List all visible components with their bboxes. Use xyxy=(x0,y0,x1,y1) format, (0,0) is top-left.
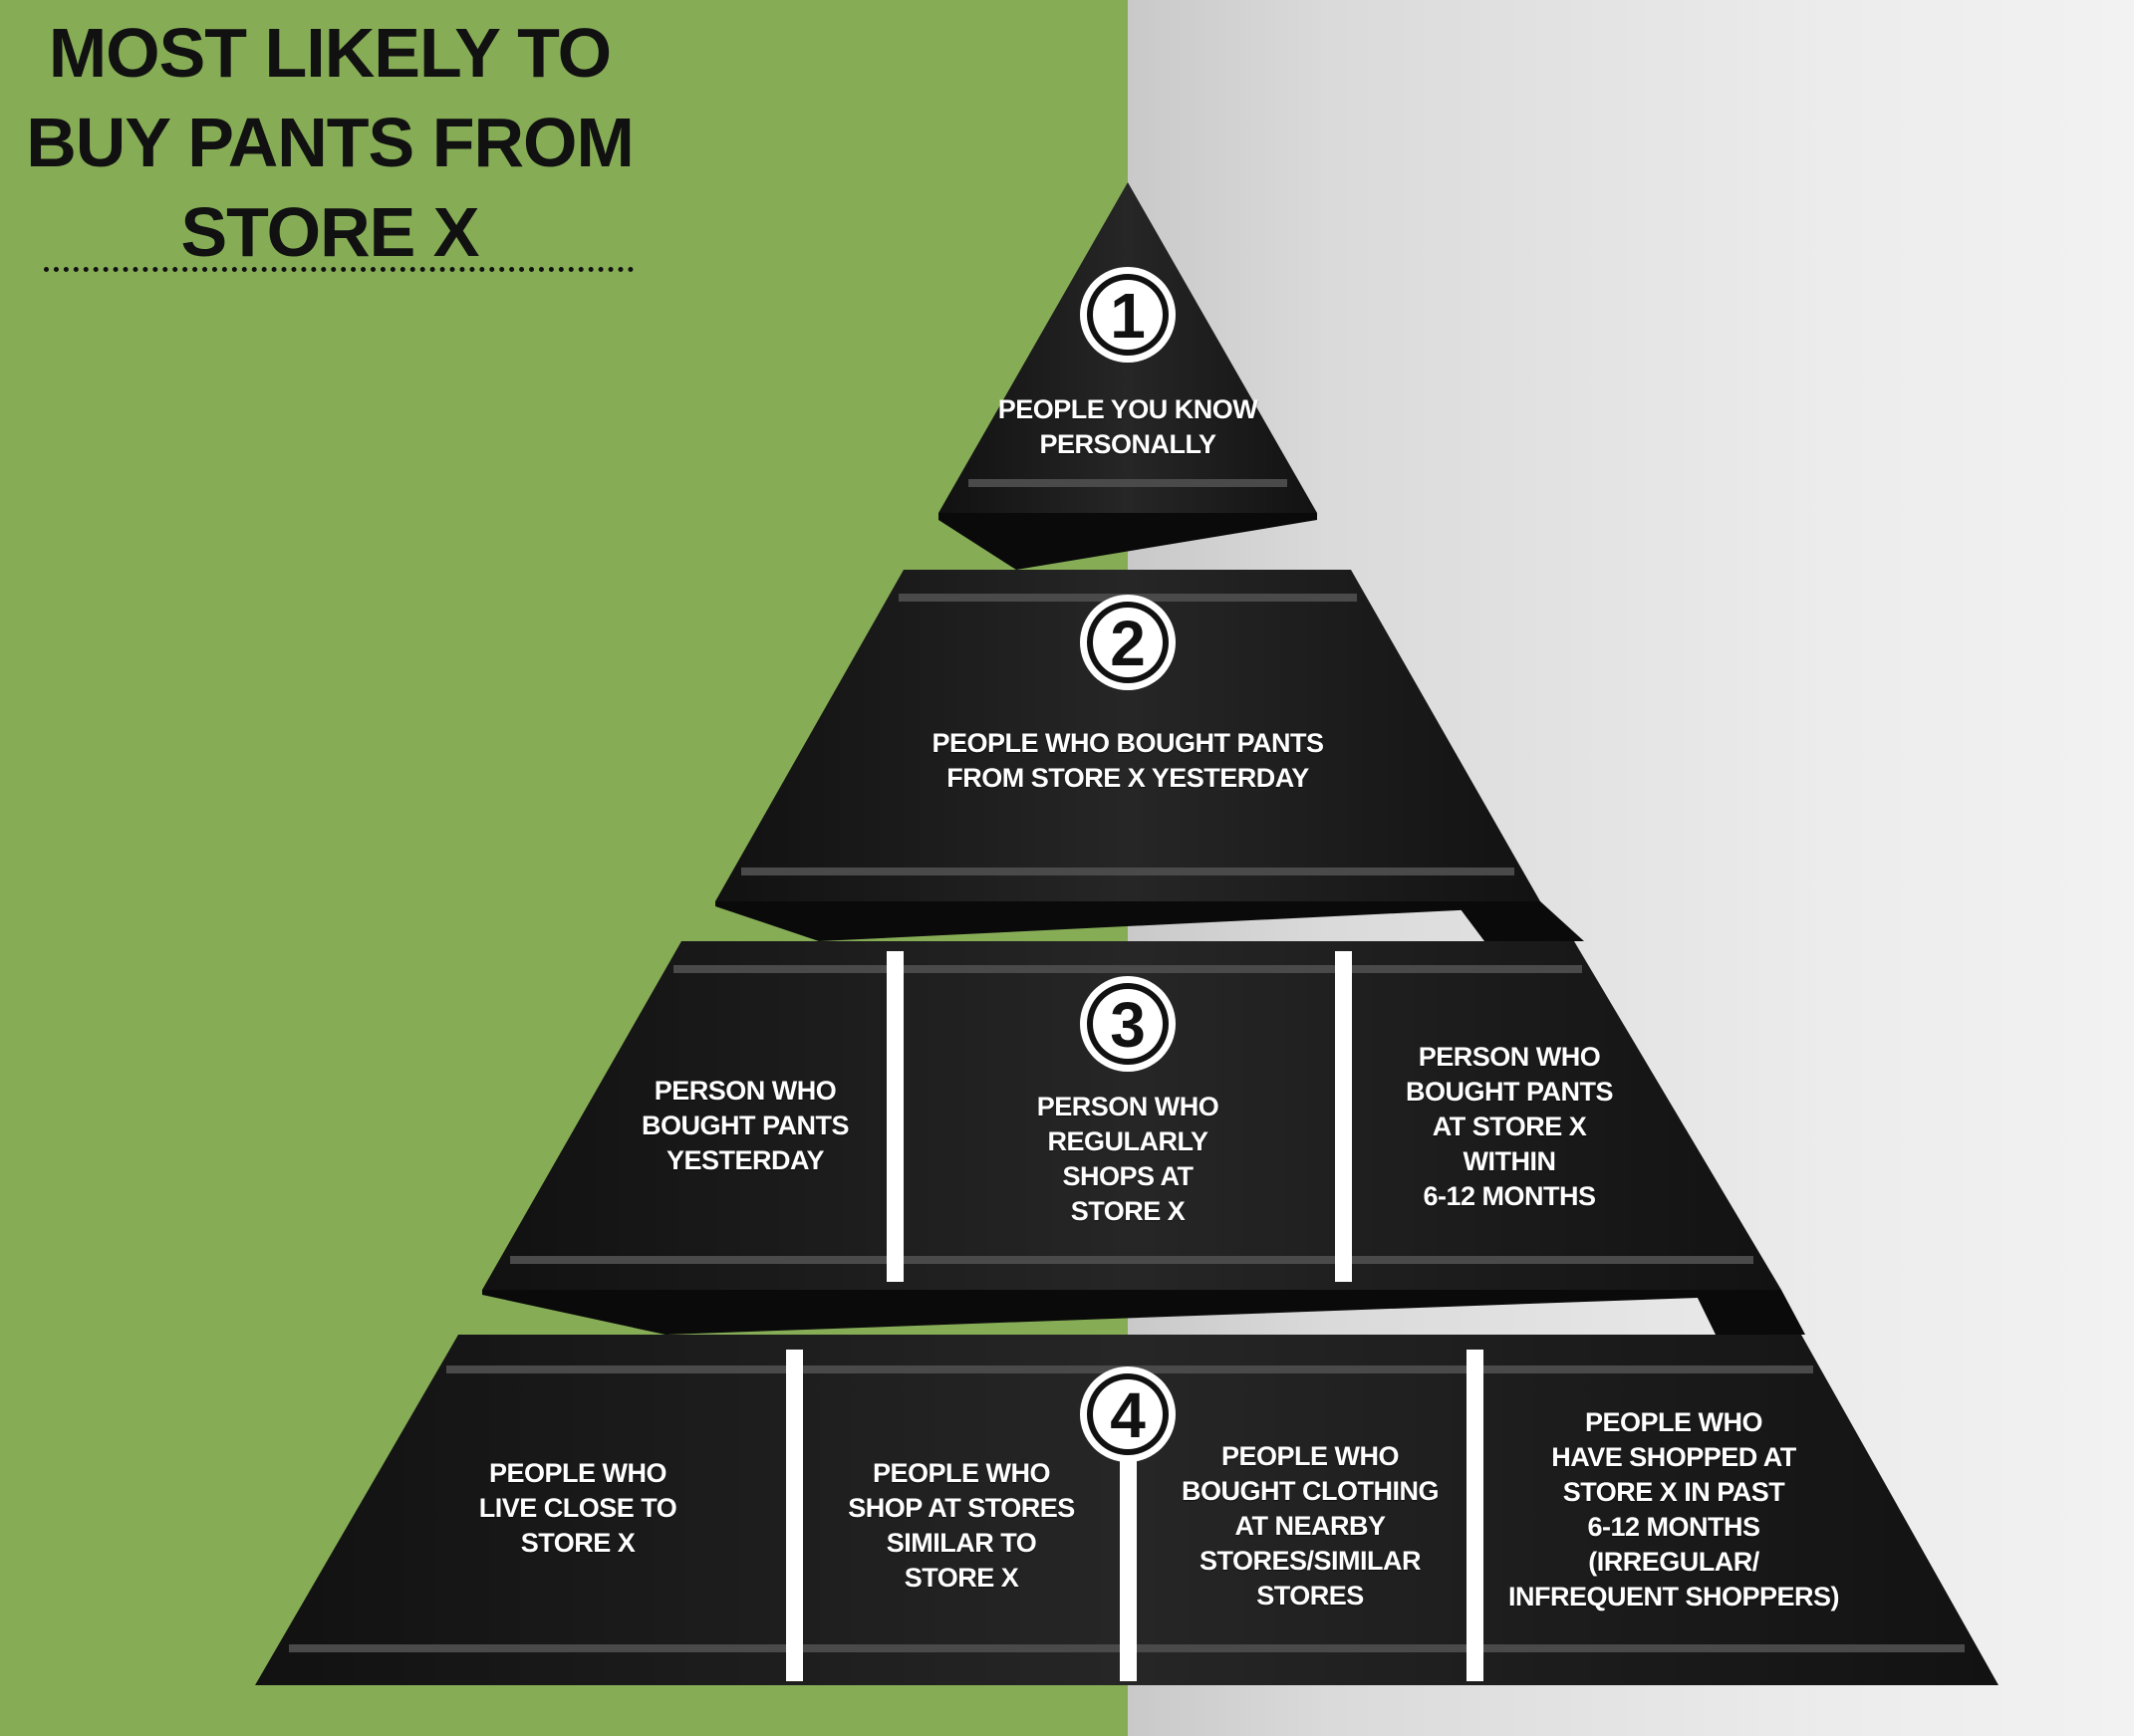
label-line: HAVE SHOPPED AT xyxy=(1551,1442,1796,1472)
tier-1-label: PEOPLE YOU KNOW PERSONALLY xyxy=(978,392,1277,462)
title-dotted-underline xyxy=(44,267,634,272)
label-line: (IRREGULAR/ xyxy=(1588,1547,1759,1577)
label-line: PEOPLE WHO xyxy=(488,1458,667,1488)
label-line: SIMILAR TO xyxy=(886,1528,1037,1558)
tier-4-divider xyxy=(1467,1350,1483,1681)
label-line: PEOPLE WHO xyxy=(872,1458,1051,1488)
label-line: STORES xyxy=(1256,1581,1364,1611)
tier-4-divider xyxy=(1120,1459,1137,1681)
label-line: STORE X IN PAST xyxy=(1562,1477,1785,1507)
label-line: STORE X xyxy=(904,1563,1019,1593)
tier-3-number-badge: 3 xyxy=(1080,976,1176,1072)
tier-3-cell-1-label: PERSON WHO BOUGHT PANTS YESTERDAY xyxy=(606,1074,885,1178)
label-line: REGULARLY xyxy=(1047,1126,1208,1156)
tier-1-shadow xyxy=(938,513,1317,570)
label-line: PERSON WHO xyxy=(1036,1092,1219,1121)
label-line: PEOPLE YOU KNOW xyxy=(997,394,1258,424)
label-line: 6-12 MONTHS xyxy=(1423,1181,1596,1211)
label-line: PEOPLE WHO xyxy=(1584,1407,1763,1437)
tier-4-cell-3-label: PEOPLE WHO BOUGHT CLOTHING AT NEARBY STO… xyxy=(1156,1439,1465,1613)
label-line: FROM STORE X YESTERDAY xyxy=(946,763,1309,793)
tier-4-number-badge: 4 xyxy=(1080,1366,1176,1462)
tier-3-shadow-top xyxy=(1455,901,1584,941)
tier-3 xyxy=(482,901,1781,1335)
label-line: STORE X xyxy=(1070,1196,1186,1226)
tier-4-cell-1-label: PEOPLE WHO LIVE CLOSE TO STORE X xyxy=(438,1456,717,1561)
tier-3-cell-3-label: PERSON WHO BOUGHT PANTS AT STORE X WITHI… xyxy=(1370,1040,1649,1214)
label-line: SHOP AT STORES xyxy=(848,1493,1075,1523)
tier-1 xyxy=(938,182,1317,570)
tier-4-number: 4 xyxy=(1093,1379,1163,1451)
label-line: PERSONALLY xyxy=(1039,429,1216,459)
tier-2-shadow xyxy=(715,901,1540,941)
label-line: PEOPLE WHO xyxy=(1220,1441,1400,1471)
label-line: BOUGHT PANTS xyxy=(642,1111,850,1140)
label-line: PEOPLE WHO BOUGHT PANTS xyxy=(932,728,1324,758)
tier-2-number: 2 xyxy=(1093,608,1163,679)
diagram-title: MOST LIKELY TO BUY PANTS FROM STORE X xyxy=(20,8,640,277)
tier-3-block xyxy=(482,941,1781,1290)
tier-4-cell-2-label: PEOPLE WHO SHOP AT STORES SIMILAR TO STO… xyxy=(817,1456,1106,1596)
label-line: BOUGHT CLOTHING xyxy=(1182,1476,1439,1506)
tier-4-cell-4-label: PEOPLE WHO HAVE SHOPPED AT STORE X IN PA… xyxy=(1494,1405,1853,1614)
tier-1-number-badge: 1 xyxy=(1080,267,1176,363)
tier-4-shadow-top xyxy=(1694,1290,1805,1335)
tier-3-shadow xyxy=(482,1290,1781,1335)
label-line: STORES/SIMILAR xyxy=(1199,1546,1422,1576)
tier-3-number: 3 xyxy=(1093,989,1163,1061)
label-line: AT NEARBY xyxy=(1234,1511,1386,1541)
tier-2-block xyxy=(715,570,1540,901)
label-line: SHOPS AT xyxy=(1062,1161,1194,1191)
tier-3-divider xyxy=(887,951,904,1282)
label-line: BOUGHT PANTS xyxy=(1406,1077,1614,1107)
label-line: STORE X xyxy=(520,1528,636,1558)
label-line: PERSON WHO xyxy=(1418,1042,1601,1072)
tier-4-divider xyxy=(786,1350,803,1681)
label-line: 6-12 MONTHS xyxy=(1587,1512,1760,1542)
tier-3-cell-2-label: PERSON WHO REGULARLY SHOPS AT STORE X xyxy=(988,1090,1267,1229)
label-line: YESTERDAY xyxy=(666,1145,825,1175)
tier-2 xyxy=(715,570,1540,941)
label-line: PERSON WHO xyxy=(654,1076,837,1106)
tier-2-number-badge: 2 xyxy=(1080,595,1176,690)
label-line: AT STORE X xyxy=(1432,1112,1587,1141)
title-line: BUY PANTS FROM xyxy=(26,104,635,181)
label-line: LIVE CLOSE TO xyxy=(478,1493,677,1523)
label-line: WITHIN xyxy=(1463,1146,1556,1176)
tier-3-divider xyxy=(1335,951,1352,1282)
label-line: INFREQUENT SHOPPERS) xyxy=(1507,1582,1840,1612)
title-line: MOST LIKELY TO xyxy=(48,14,612,92)
tier-2-label: PEOPLE WHO BOUGHT PANTS FROM STORE X YES… xyxy=(909,726,1347,796)
title-line: STORE X xyxy=(180,193,479,271)
tier-1-number: 1 xyxy=(1093,280,1163,352)
